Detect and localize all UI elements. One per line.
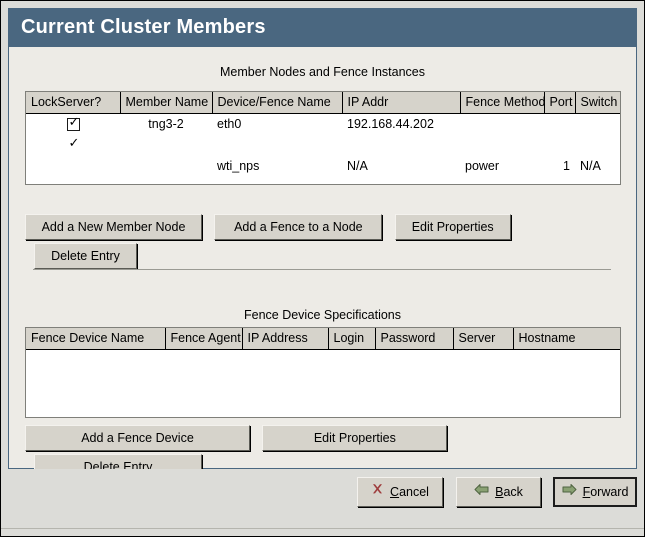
members-section-label: Member Nodes and Fence Instances	[220, 65, 425, 79]
action-bar: Cancel Back Forward	[1, 469, 644, 536]
cell-switch	[575, 114, 620, 135]
cell-ip-addr: 192.168.44.202	[347, 116, 434, 131]
cell-fence-method: power	[465, 158, 500, 173]
red-x-icon	[371, 478, 384, 506]
section-separator	[33, 269, 611, 270]
table-row-selected[interactable]: ✓ tng3-1 eth0 192.168.44.201	[26, 135, 620, 156]
cell-member-name	[120, 156, 212, 177]
cell-lockserver	[26, 156, 120, 177]
column-header-port[interactable]: Port	[544, 92, 576, 114]
column-header-password[interactable]: Password	[375, 328, 454, 350]
table-header-row: Fence Device Name Fence Agent IP Address…	[26, 328, 620, 350]
table-row[interactable]: wti_nps N/A power 1 N/A	[26, 156, 620, 177]
cell-device-fence-name: eth0	[217, 116, 242, 131]
cell-port	[544, 135, 575, 156]
fence-devices-grid: Fence Device Name Fence Agent IP Address…	[26, 328, 620, 371]
content-panel: Current Cluster Members Member Nodes and…	[8, 8, 637, 480]
column-header-server[interactable]: Server	[453, 328, 514, 350]
edit-properties-button-members[interactable]: Edit Properties	[394, 214, 511, 240]
column-header-fence-method[interactable]: Fence Method	[460, 92, 545, 114]
cell-device-fence-name: wti_nps	[217, 158, 260, 173]
back-button[interactable]: Back	[456, 477, 541, 507]
delete-entry-button-members[interactable]: Delete Entry	[34, 243, 137, 269]
table-row[interactable]: ✓ tng3-2 eth0 192.168.44.202	[26, 114, 620, 135]
arrow-left-icon	[474, 478, 489, 506]
cell-switch: N/A	[580, 158, 601, 173]
cancel-label: Cancel	[390, 485, 429, 499]
cell-lockserver[interactable]: ✓	[26, 114, 120, 135]
column-header-fence-device-name[interactable]: Fence Device Name	[26, 328, 166, 350]
forward-button[interactable]: Forward	[553, 477, 637, 507]
column-header-fence-agent[interactable]: Fence Agent	[165, 328, 243, 350]
cell-device-fence-name: eth0	[217, 137, 242, 152]
lockserver-checkbox[interactable]: ✓	[66, 114, 80, 131]
cell-lockserver[interactable]: ✓	[26, 135, 120, 156]
title-bar: Current Cluster Members	[9, 9, 636, 47]
bottom-divider	[1, 528, 644, 529]
column-header-hostname[interactable]: Hostname	[513, 328, 620, 350]
cell-server: N/A	[458, 352, 479, 367]
edit-properties-button-fence[interactable]: Edit Properties	[262, 425, 448, 451]
cell-ip-addr: 192.168.44.201	[347, 137, 434, 152]
member-nodes-grid: LockServer? Member Name Device/Fence Nam…	[26, 92, 620, 177]
cell-ip-addr: N/A	[347, 158, 368, 173]
forward-label: Forward	[582, 485, 629, 499]
cell-hostname: N/A	[518, 352, 539, 367]
cell-fence-agent: fence_wti	[170, 352, 223, 367]
add-member-node-button[interactable]: Add a New Member Node	[25, 214, 202, 240]
cancel-button[interactable]: Cancel	[357, 477, 443, 507]
cell-switch	[575, 135, 620, 156]
cell-password: p455w3rd	[380, 352, 435, 367]
table-row-selected[interactable]: wti_nps fence_wti 172.31.100.1 N/A p455w…	[26, 350, 620, 371]
panel-body: Member Nodes and Fence Instances LockSer…	[9, 47, 636, 480]
page-title: Current Cluster Members	[21, 16, 266, 38]
cell-member-name: tng3-1	[148, 137, 184, 152]
cell-port: 1	[563, 158, 570, 173]
back-label: Back	[495, 485, 523, 499]
cell-login: N/A	[333, 352, 354, 367]
cell-fence-device-name: wti_nps	[31, 352, 74, 367]
cell-fence-method	[460, 135, 544, 156]
cell-port	[544, 114, 575, 135]
column-header-ip-address[interactable]: IP Address	[242, 328, 329, 350]
column-header-device-fence-name[interactable]: Device/Fence Name	[212, 92, 343, 114]
column-header-switch[interactable]: Switch	[575, 92, 620, 114]
cell-ip-address: 172.31.100.1	[250, 352, 323, 367]
add-fence-to-node-button[interactable]: Add a Fence to a Node	[214, 214, 383, 240]
cell-member-name: tng3-2	[148, 116, 184, 131]
fence-devices-table: Fence Device Name Fence Agent IP Address…	[25, 327, 621, 418]
arrow-right-icon	[562, 479, 577, 505]
lockserver-checkbox[interactable]: ✓	[66, 135, 80, 152]
column-header-ip-addr[interactable]: IP Addr	[342, 92, 461, 114]
column-header-lockserver[interactable]: LockServer?	[26, 92, 121, 114]
column-header-member-name[interactable]: Member Name	[120, 92, 213, 114]
column-header-login[interactable]: Login	[328, 328, 376, 350]
cell-fence-method	[460, 114, 544, 135]
table-header-row: LockServer? Member Name Device/Fence Nam…	[26, 92, 620, 114]
member-buttons-row: Add a New Member Node Add a Fence to a N…	[25, 214, 621, 272]
add-fence-device-button[interactable]: Add a Fence Device	[25, 425, 250, 451]
fence-section-label: Fence Device Specifications	[243, 308, 402, 322]
member-nodes-table: LockServer? Member Name Device/Fence Nam…	[25, 91, 621, 185]
